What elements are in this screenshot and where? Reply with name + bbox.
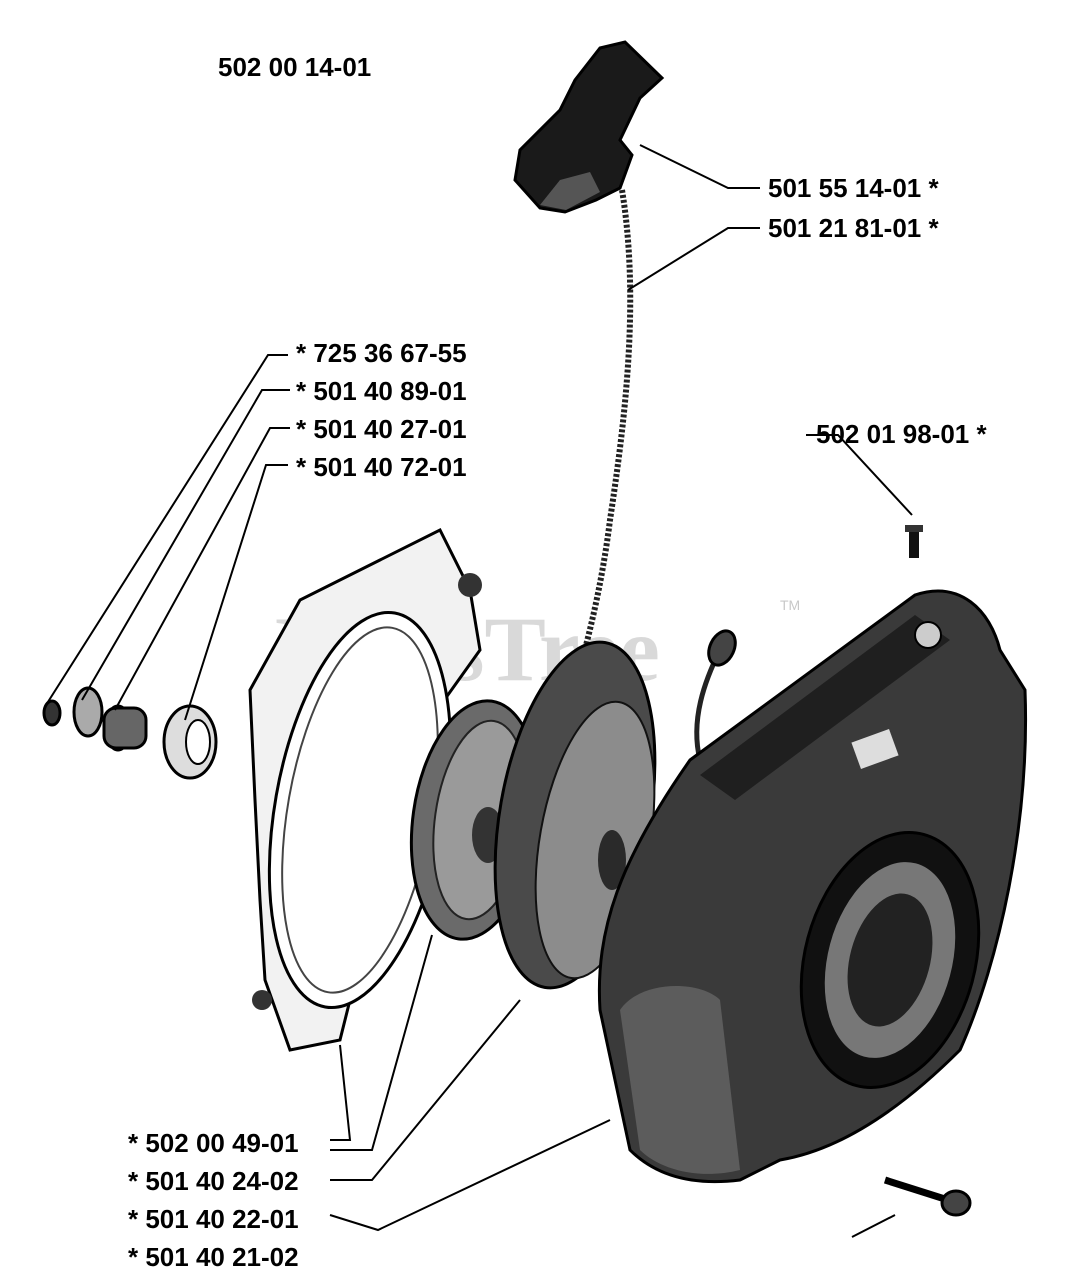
label-pin: 502 01 98-01 * xyxy=(816,419,987,449)
housing-screw xyxy=(883,1176,972,1217)
label-pulley: * 501 40 22-01 xyxy=(128,1204,299,1234)
label-bushing: * 501 40 27-01 xyxy=(296,414,467,444)
watermark-trademark: TM xyxy=(780,597,800,613)
label-nut: * 501 40 72-01 xyxy=(296,452,467,482)
label-spring: * 501 40 24-02 xyxy=(128,1166,299,1196)
label-spring-cover: * 502 00 49-01 xyxy=(128,1128,299,1158)
label-screw: * 725 36 67-55 xyxy=(296,338,467,368)
label-rope: 501 21 81-01 * xyxy=(768,213,939,243)
starter-rope xyxy=(542,189,634,777)
label-washer: * 501 40 89-01 xyxy=(296,376,467,406)
rope-end xyxy=(694,629,737,761)
label-handle: 501 55 14-01 * xyxy=(768,173,939,203)
assembly-number: 502 00 14-01 xyxy=(218,52,371,82)
hardware-stack xyxy=(42,686,218,780)
housing-pin xyxy=(905,525,923,558)
starter-handle xyxy=(513,40,665,214)
leader-lines xyxy=(45,144,913,1238)
backing-plate xyxy=(248,527,482,1052)
label-housing: * 501 40 21-02 xyxy=(128,1242,299,1272)
starter-housing xyxy=(597,589,1027,1184)
